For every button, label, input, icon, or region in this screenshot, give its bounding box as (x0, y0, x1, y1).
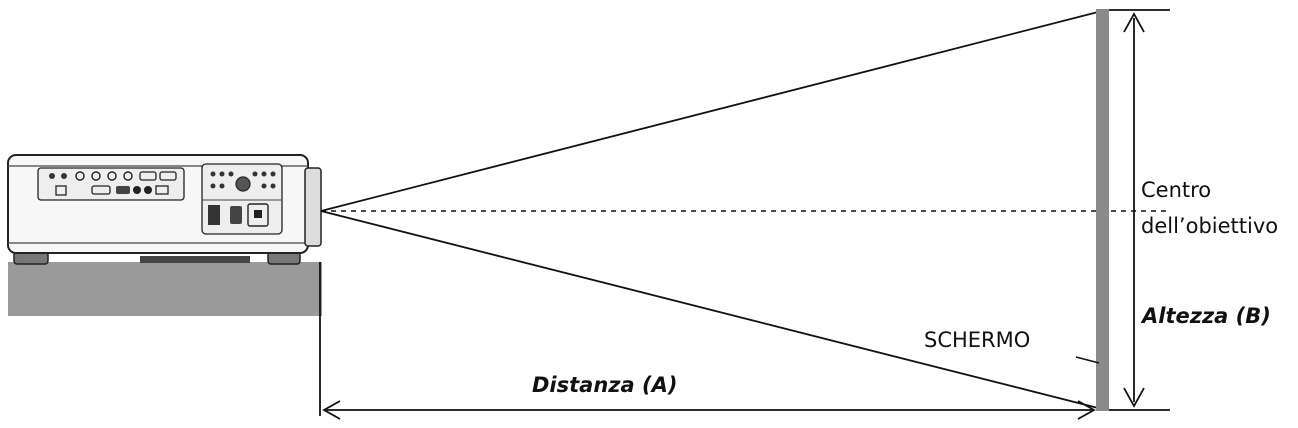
height-label: Altezza (B) (1142, 304, 1271, 328)
screen-label: SCHERMO (924, 328, 1031, 352)
screen (1096, 9, 1109, 411)
distance-label: Distanza (A) (532, 373, 678, 397)
lens-center-label-line1: Centro (1141, 178, 1212, 202)
projector (7, 154, 322, 265)
lens-center-label-line2: dell’obiettivo (1141, 214, 1279, 238)
screen-label-leader (1075, 356, 1100, 364)
height-arrow-top (1123, 12, 1145, 33)
beam-bottom-edge (320, 210, 1099, 409)
beam-top-edge (320, 11, 1099, 212)
table-surface (8, 262, 322, 316)
distance-arrow-right (1077, 400, 1096, 420)
distance-arrow-left (322, 400, 341, 420)
height-arrow-bottom (1123, 387, 1145, 408)
